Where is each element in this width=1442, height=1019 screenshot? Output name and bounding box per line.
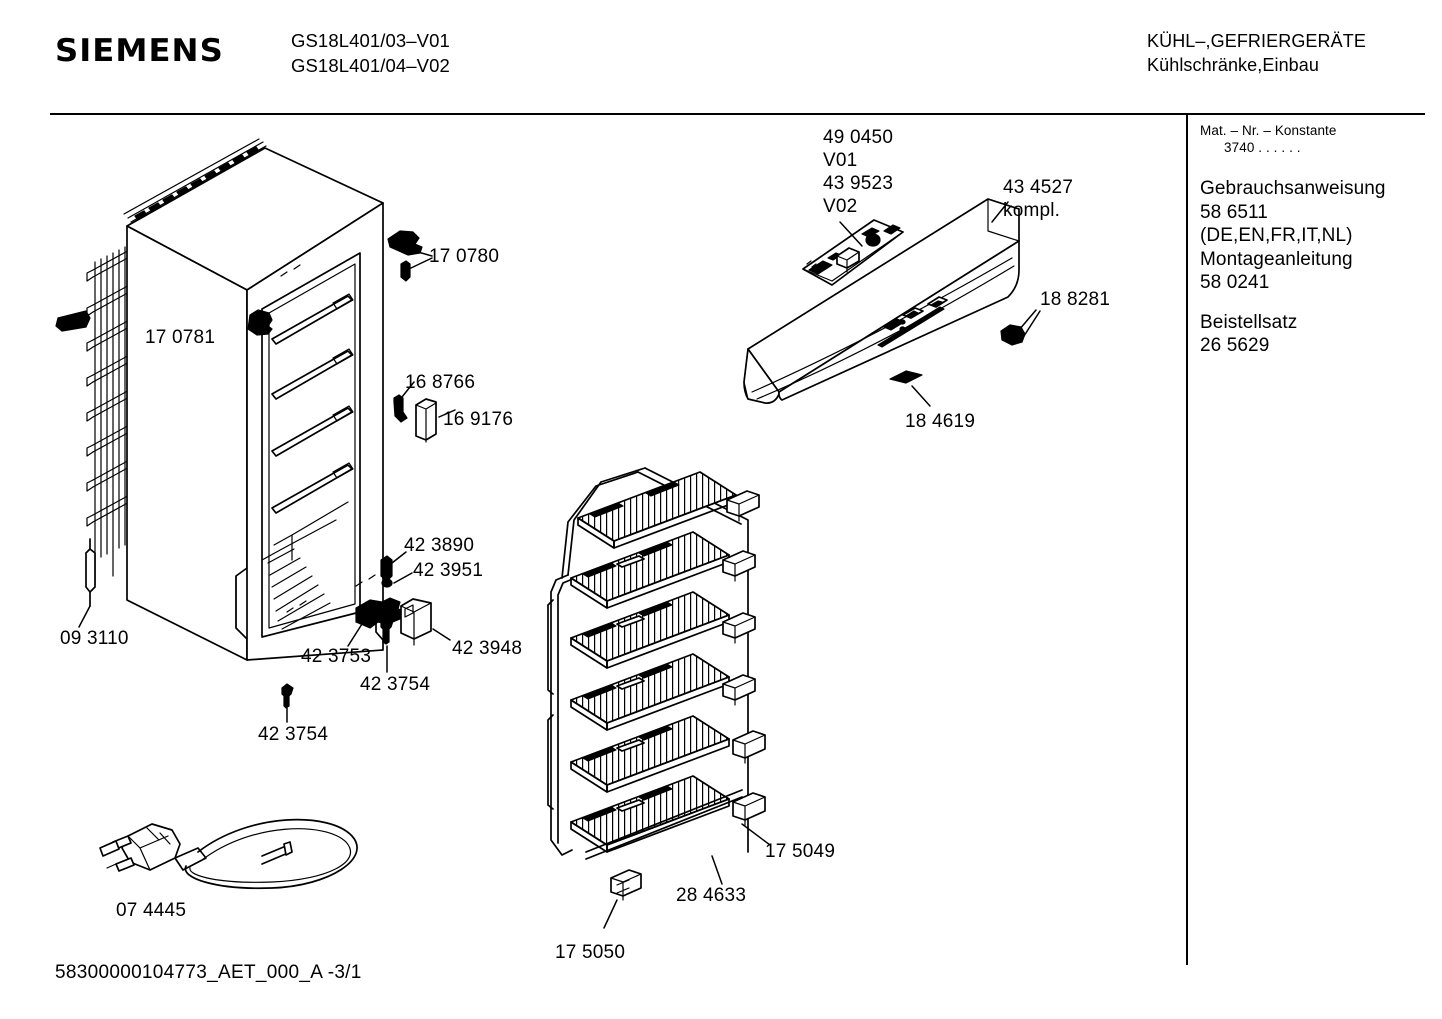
- part-093110-sensor: [78, 538, 96, 628]
- callout-434527-kompl: kompl.: [1003, 200, 1061, 221]
- doc-number-3: 26 5629: [1200, 335, 1270, 356]
- doc-title-2: Montageanleitung: [1200, 248, 1353, 270]
- doc-languages-1: (DE,EN,FR,IT,NL): [1200, 225, 1353, 246]
- siemens-logo: SIEMENS: [55, 33, 224, 69]
- part-074445-power-cord: [99, 818, 358, 890]
- document-footer-code: 58300000104773_AET_000_A -3/1: [55, 962, 362, 983]
- callout-074445: 07 4445: [116, 900, 187, 921]
- callout-175050: 17 5050: [555, 942, 626, 963]
- condenser-coil-group: [55, 243, 134, 586]
- model-number-1: GS18L401/03–V01: [291, 30, 450, 51]
- doc-entry-montageanleitung: Montageanleitung 58 0241: [1200, 248, 1425, 295]
- part-284633-shelf-rack: [547, 467, 771, 885]
- category-line-1: KÜHL–,GEFRIERGERÄTE: [1147, 31, 1366, 51]
- part-175050-end-cap: [603, 869, 642, 929]
- doc-entry-beistellsatz: Beistellsatz 26 5629: [1200, 311, 1425, 358]
- category-heading: KÜHL–,GEFRIERGERÄTE Kühlschränke,Einbau: [1147, 29, 1366, 77]
- callout-093110: 09 3110: [60, 628, 129, 649]
- doc-number-2: 58 0241: [1200, 272, 1270, 293]
- callout-423951: 42 3951: [413, 560, 484, 581]
- part-188281-bushing: [1000, 309, 1041, 346]
- callout-423754-bracket: 42 3754: [360, 674, 431, 695]
- doc-entry-gebrauchsanweisung: Gebrauchsanweisung 58 6511 (DE,EN,FR,IT,…: [1200, 177, 1425, 248]
- callout-168766: 16 8766: [405, 372, 476, 393]
- callout-175049: 17 5049: [765, 841, 836, 862]
- model-number-2: GS18L401/04–V02: [291, 55, 450, 76]
- callout-188281: 18 8281: [1040, 289, 1111, 310]
- header-divider-rule: [50, 113, 1425, 116]
- sidepanel-divider-rule: [1186, 113, 1189, 965]
- doc-number-1: 58 6511: [1200, 201, 1268, 223]
- doc-title-3: Beistellsatz: [1200, 311, 1298, 333]
- mat-nr-value: 3740 . . . . . .: [1224, 140, 1301, 155]
- callout-v02: V02: [823, 196, 858, 217]
- part-184619-clip: [889, 370, 931, 407]
- category-line-2: Kühlschränke,Einbau: [1147, 55, 1320, 75]
- callout-439523: 43 9523: [823, 173, 894, 194]
- mat-nr-label: Mat. – Nr. – Konstante: [1200, 123, 1337, 138]
- callout-170781: 17 0781: [145, 327, 216, 348]
- callout-184619: 18 4619: [905, 411, 976, 432]
- part-control-pcb: [802, 219, 904, 286]
- callout-423890: 42 3890: [404, 535, 475, 556]
- model-numbers: GS18L401/03–V01 GS18L401/04–V02: [291, 28, 450, 78]
- part-434527-fascia: [743, 198, 1020, 404]
- callout-284633: 28 4633: [676, 885, 747, 906]
- callout-434527: 43 4527: [1003, 177, 1074, 198]
- callout-169176: 16 9176: [443, 409, 514, 430]
- callout-490450: 49 0450: [823, 127, 894, 148]
- material-info-panel: Mat. – Nr. – Konstante 3740 . . . . . . …: [1200, 122, 1425, 358]
- callout-423753: 42 3753: [301, 646, 372, 667]
- callout-170780: 17 0780: [429, 246, 500, 267]
- part-170780-hinge: [387, 230, 433, 282]
- callout-423948: 42 3948: [452, 638, 523, 659]
- callout-423754-loose: 42 3754: [258, 724, 329, 745]
- callout-v01: V01: [823, 150, 858, 171]
- doc-title-1: Gebrauchsanweisung: [1200, 178, 1386, 199]
- refrigerator-cabinet: [123, 138, 384, 661]
